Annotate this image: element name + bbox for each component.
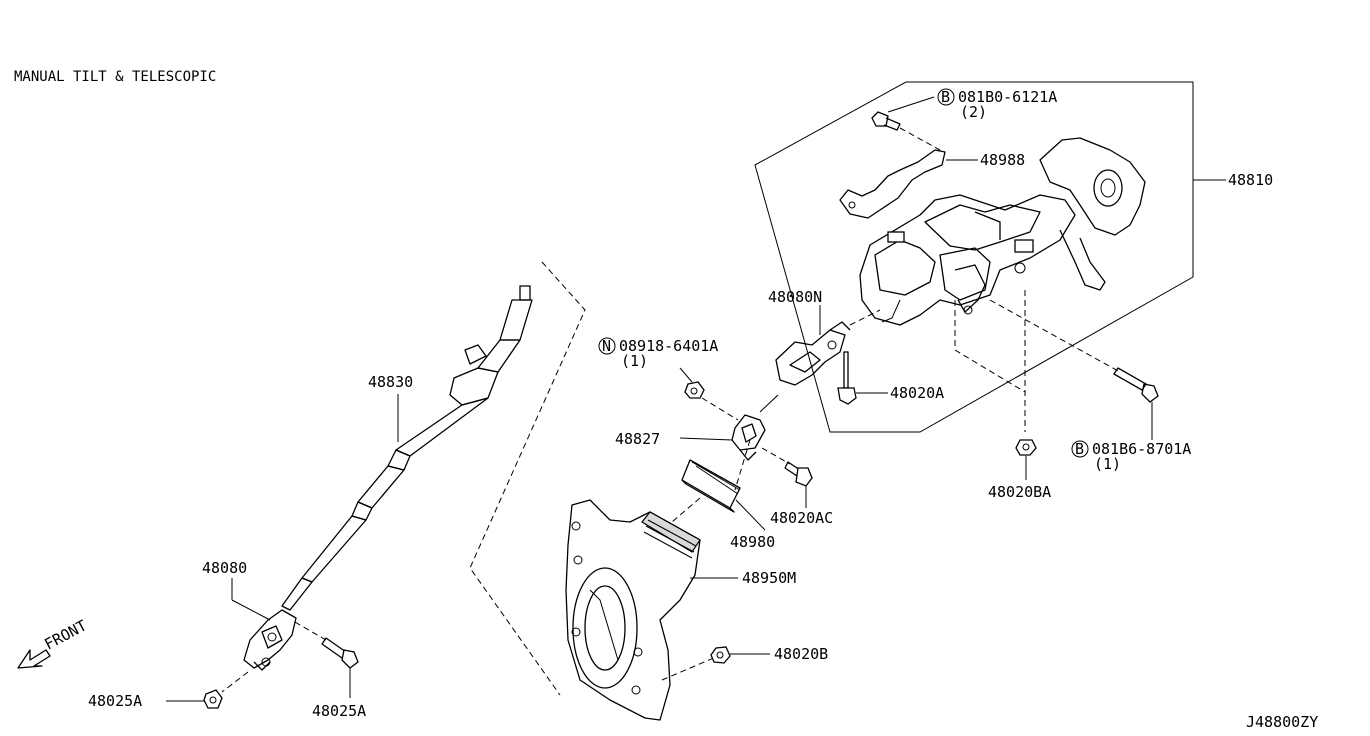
bolt-b-symbol-1-letter: B <box>941 88 950 106</box>
bolt-b-symbol-1 <box>937 88 955 106</box>
bolt-48020A <box>837 351 857 405</box>
column-lock-block <box>1014 239 1034 253</box>
bolt-48025A-right <box>321 637 359 669</box>
bracket-48988 <box>839 149 946 219</box>
lower-shaft-boundary <box>469 261 586 696</box>
steering-column-48810 <box>859 137 1146 326</box>
label-48020A: 48020A <box>890 384 944 402</box>
nut-08918-6401A <box>684 381 705 399</box>
diagram-code: J48800ZY <box>1246 713 1318 731</box>
label-48830: 48830 <box>368 373 413 391</box>
bolt-48020AC <box>784 461 813 487</box>
label-081B6-8701A: 081B6-8701A <box>1092 440 1191 458</box>
bolt-48025A-left <box>203 689 223 709</box>
label-081B0-6121A: 081B0-6121A <box>958 88 1057 106</box>
front-arrow-icon <box>17 649 51 669</box>
label-48020BA: 48020BA <box>988 483 1051 501</box>
nut-48020BA <box>1015 439 1037 456</box>
lower-shaft-48830 <box>281 285 533 611</box>
label-08918-6401A: 08918-6401A <box>619 337 718 355</box>
label-081B6-8701A-qty: (1) <box>1094 455 1121 473</box>
label-48827: 48827 <box>615 430 660 448</box>
boot-48980 <box>681 459 741 513</box>
label-48988: 48988 <box>980 151 1025 169</box>
label-08918-6401A-qty: (1) <box>621 352 648 370</box>
label-48810: 48810 <box>1228 171 1273 189</box>
nut-n-symbol-letter: N <box>602 337 611 355</box>
label-081B0-6121A-qty: (2) <box>960 103 987 121</box>
label-48980: 48980 <box>730 533 775 551</box>
label-48025A-left: 48025A <box>88 692 142 710</box>
bracket-hole <box>848 201 856 209</box>
bolt-081B0-6121A <box>871 111 901 131</box>
column-assembly-outline <box>754 81 1194 433</box>
diagram-title: MANUAL TILT & TELESCOPIC <box>14 69 216 85</box>
nut-n-symbol <box>598 337 616 355</box>
bolt-081B6-8701A <box>1113 367 1159 403</box>
label-48020B: 48020B <box>774 645 828 663</box>
bolt-b-symbol-2 <box>1071 440 1089 458</box>
front-label: FRONT <box>41 616 89 653</box>
joint-48080N <box>775 321 851 386</box>
joint-48080 <box>243 609 297 671</box>
label-48025A-right: 48025A <box>312 702 366 720</box>
label-48080N: 48080N <box>768 288 822 306</box>
label-48950M: 48950M <box>742 569 796 587</box>
nut-48020B <box>710 646 731 664</box>
label-48080: 48080 <box>202 559 247 577</box>
label-48020AC: 48020AC <box>770 509 833 527</box>
bolt-b-symbol-2-letter: B <box>1075 440 1084 458</box>
clamp-48827 <box>731 414 766 461</box>
hole-cover-48950M <box>565 499 701 721</box>
